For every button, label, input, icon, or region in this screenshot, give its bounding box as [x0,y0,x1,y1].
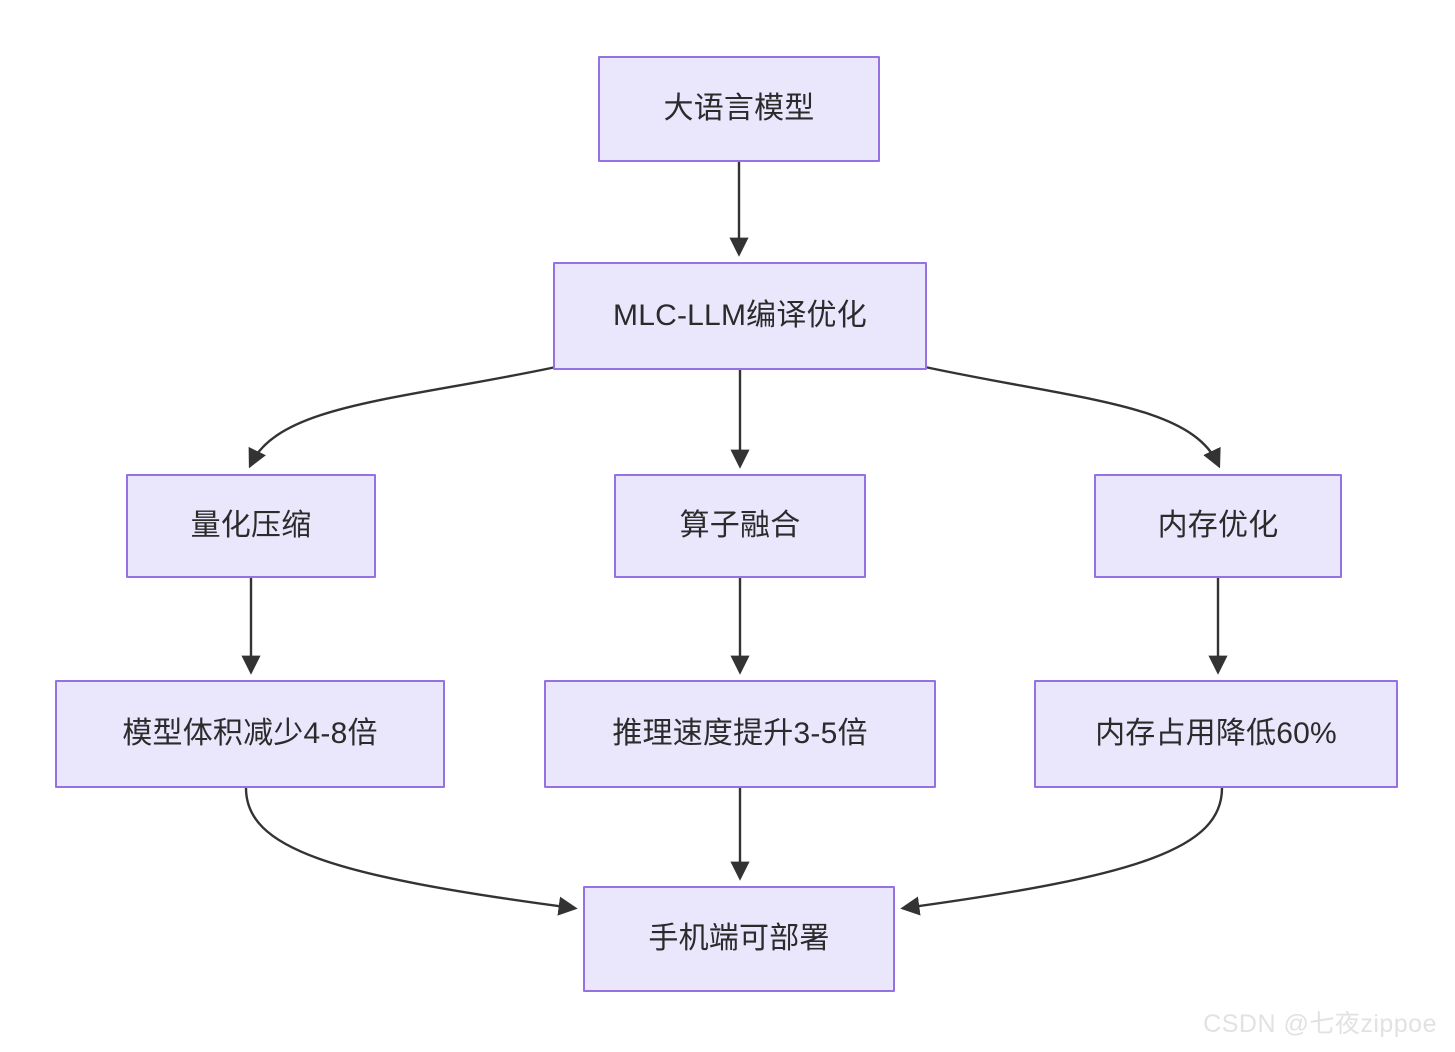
node-mlc-llm-compile-optimization[interactable]: MLC-LLM编译优化 [553,262,927,370]
watermark: CSDN @七夜zippoe [1203,1010,1437,1038]
node-label: MLC-LLM编译优化 [613,299,867,332]
node-model-size-reduction[interactable]: 模型体积减少4-8倍 [55,680,445,788]
node-label: 推理速度提升3-5倍 [612,717,868,750]
node-memory-usage-reduction[interactable]: 内存占用降低60% [1034,680,1398,788]
node-operator-fusion[interactable]: 算子融合 [614,474,866,578]
edge-mlc-to-memory [924,365,1221,469]
edge-memusage-to-deploy [900,787,1224,916]
node-label: 手机端可部署 [648,922,830,955]
node-large-language-model[interactable]: 大语言模型 [598,56,880,162]
node-label: 内存占用降低60% [1095,717,1337,750]
node-inference-speed-increase[interactable]: 推理速度提升3-5倍 [544,680,936,788]
node-quantization-compression[interactable]: 量化压缩 [126,474,376,578]
node-label: 算子融合 [679,509,801,542]
node-label: 大语言模型 [663,92,815,125]
edge-mlc-to-quant [248,365,557,469]
node-mobile-deployable[interactable]: 手机端可部署 [583,886,895,992]
node-label: 内存优化 [1157,509,1279,542]
node-label: 量化压缩 [190,509,312,542]
edge-size-to-deploy [244,787,578,916]
node-label: 模型体积减少4-8倍 [122,717,378,750]
node-memory-optimization[interactable]: 内存优化 [1094,474,1342,578]
